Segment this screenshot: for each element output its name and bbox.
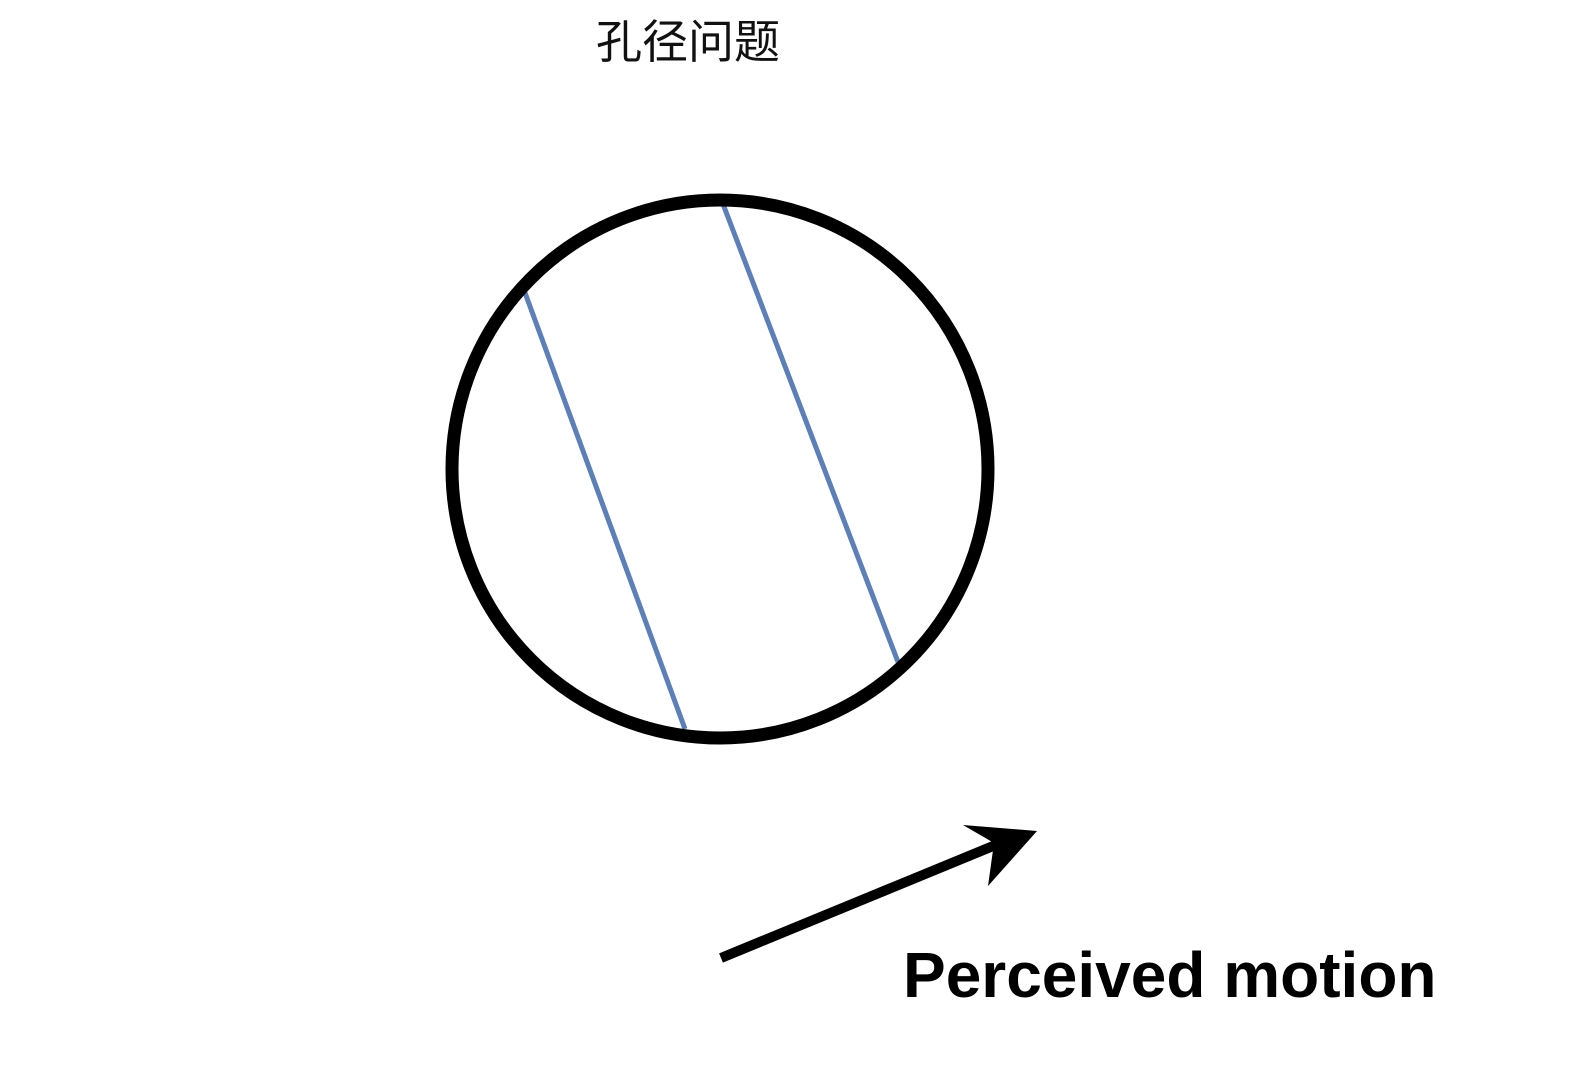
arrow-head-icon — [963, 825, 1037, 886]
grating-line-left — [521, 289, 688, 730]
arrow-shaft — [719, 839, 1000, 963]
perceived-motion-arrow — [719, 825, 1037, 963]
grating-line-right — [720, 203, 901, 663]
grating-lines — [521, 203, 901, 730]
perceived-motion-label: Perceived motion — [903, 939, 1437, 1011]
aperture-circle — [445, 193, 995, 745]
diagram-title: 孔径问题 — [596, 15, 780, 69]
